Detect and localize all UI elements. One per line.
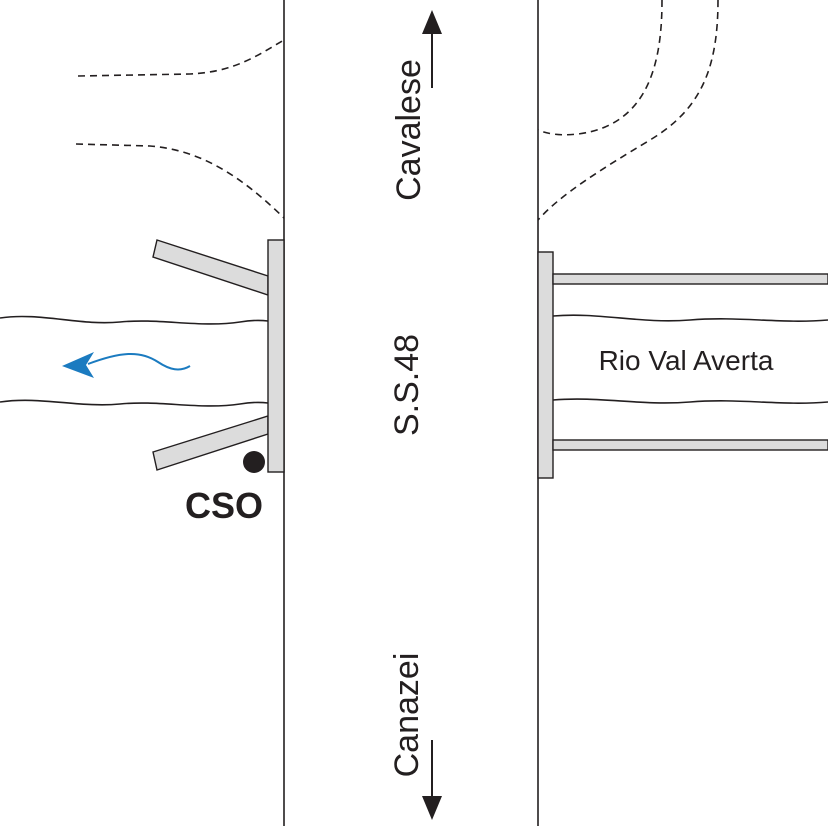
dashed-channel-upper-left-b <box>75 143 285 219</box>
left-river-bank-bottom <box>0 399 269 407</box>
left-wing-wall-upper <box>152 239 269 296</box>
arrow-up-icon <box>422 10 442 88</box>
canazei-label: Canazei <box>388 653 426 778</box>
cavalese-label: Cavalese <box>390 59 428 201</box>
right-river-bank-top <box>552 314 828 322</box>
arrow-down-icon <box>422 740 442 820</box>
right-headwall <box>537 251 554 479</box>
cso-point-icon <box>243 451 265 473</box>
left-headwall <box>267 239 285 473</box>
dashed-channel-upper-right-a <box>537 0 663 136</box>
right-channel-wall-lower <box>552 439 828 451</box>
cso-label: CSO <box>185 485 263 526</box>
flow-direction-arrow-icon <box>62 352 191 378</box>
right-channel-wall-upper <box>552 273 828 285</box>
dashed-channel-upper-right-b <box>537 0 719 221</box>
dashed-channel-upper-left-a <box>77 39 285 77</box>
road-name-label: S.S.48 <box>388 334 426 436</box>
right-river-bank-bottom <box>552 398 828 404</box>
river-name-label: Rio Val Averta <box>599 345 774 376</box>
left-river-bank-top <box>0 315 269 325</box>
